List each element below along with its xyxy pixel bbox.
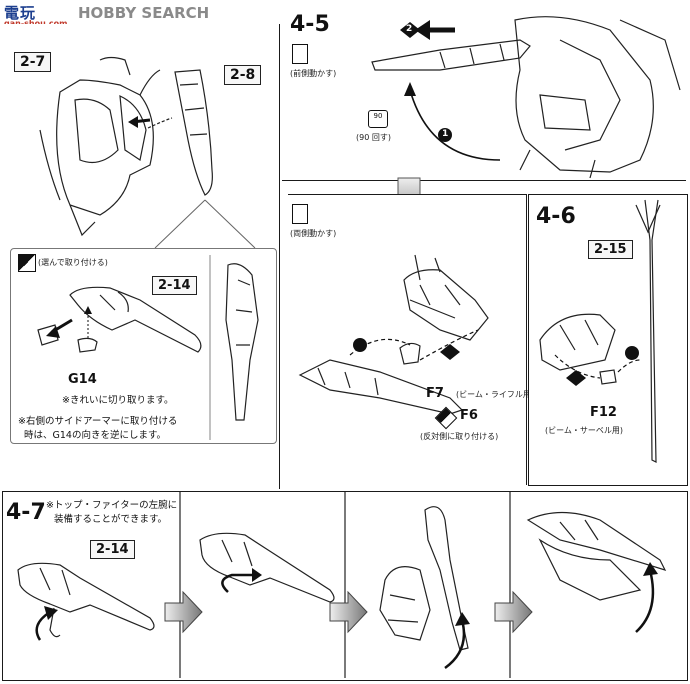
watermark-site: 電玩 <box>4 4 37 22</box>
cut-note: ※きれいに切り取ります。 <box>62 395 174 406</box>
tag-2-8: 2-8 <box>224 65 262 85</box>
arrow-label-1: 1 <box>442 129 449 139</box>
caption-both: (両側動かす) <box>290 229 337 238</box>
selection-icon <box>18 254 36 272</box>
part-g14: G14 <box>68 372 97 387</box>
step-4-5-number: 4-5 <box>290 12 330 37</box>
move-both-icon <box>292 204 308 224</box>
step-4-7-note-1: ※トップ・ファイターの左腕に <box>46 500 178 511</box>
step-4-6-number: 4-6 <box>536 204 576 229</box>
tag-2-15: 2-15 <box>588 240 633 259</box>
rotate-caption: (90 回す) <box>356 133 391 142</box>
part-f7: F7 <box>426 386 444 401</box>
watermark-url: gan-shou.com <box>4 19 67 28</box>
panel-step-4-5 <box>282 2 686 181</box>
inset-box <box>10 248 277 444</box>
step-4-7-note-2: 装備することができます。 <box>54 514 168 525</box>
side-note-2: 時は、G14の向きを逆にします。 <box>24 430 167 441</box>
part-f12: F12 <box>590 405 617 420</box>
arrow-label-2: 2 <box>406 24 413 34</box>
part-f12-note: (ビーム・サーベル用) <box>545 426 624 435</box>
tag-2-14-inset: 2-14 <box>152 276 197 295</box>
watermark-brand: HOBBY SEARCH <box>78 4 210 22</box>
tag-2-14-step-4-7: 2-14 <box>90 540 135 559</box>
opposite-note: (反対側に取り付ける) <box>420 432 499 441</box>
step-4-7-number: 4-7 <box>6 500 46 525</box>
panel-both-sides <box>288 194 527 485</box>
rotate-badge: 90 <box>368 110 388 128</box>
inset-caption: (選んで取り付ける) <box>38 258 108 267</box>
rotate-badge-value: 90 <box>373 112 383 120</box>
part-f6: F6 <box>460 408 478 423</box>
part-f7-note: (ビーム・ライフル用) <box>456 390 535 399</box>
move-icon <box>292 44 308 64</box>
side-note-1: ※右側のサイドアーマーに取り付ける <box>18 416 178 427</box>
tag-2-7: 2-7 <box>14 52 52 72</box>
caption-move: (前側動かす) <box>290 69 337 78</box>
